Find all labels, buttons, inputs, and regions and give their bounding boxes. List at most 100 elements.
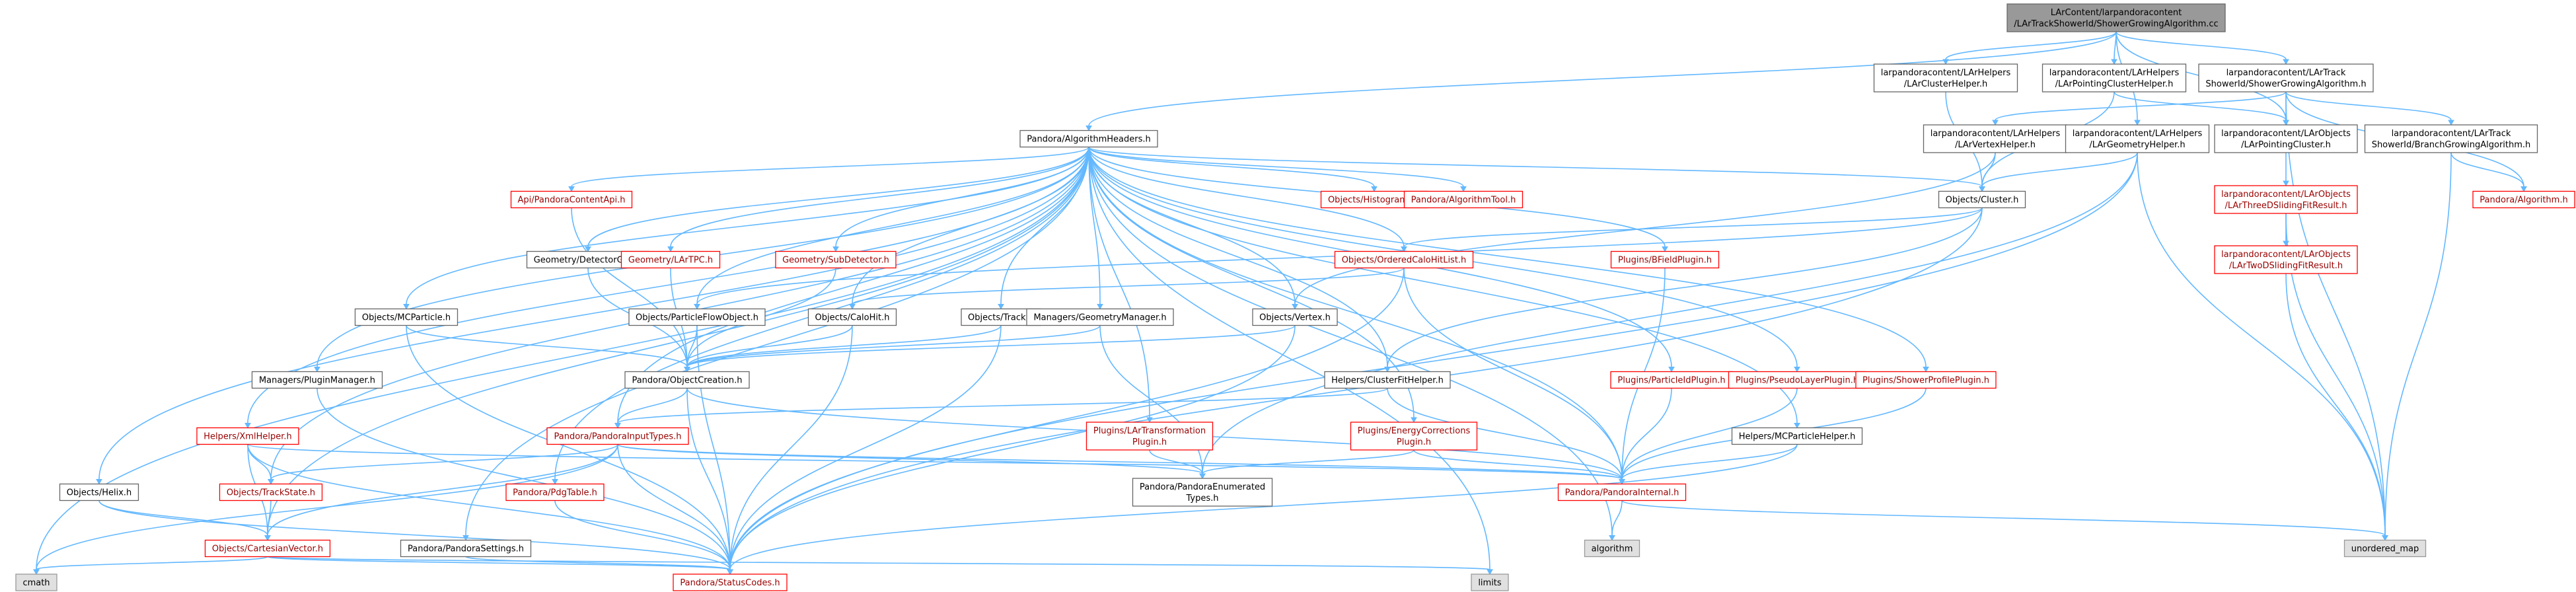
node-objectcreation[interactable]: Pandora/ObjectCreation.h xyxy=(624,371,750,389)
node-cluster[interactable]: Objects/Cluster.h xyxy=(1938,190,2026,209)
node-pandorainputtypes[interactable]: Pandora/PandoraInputTypes.h xyxy=(546,427,689,445)
edge-arrowhead xyxy=(849,304,856,310)
node-calohit[interactable]: Objects/CaloHit.h xyxy=(807,308,897,326)
node-statuscodes[interactable]: Pandora/StatusCodes.h xyxy=(673,574,788,591)
edge-mcparticle-to-statuscodes xyxy=(406,325,731,570)
node-cartesianvector[interactable]: Objects/CartesianVector.h xyxy=(204,539,331,558)
node-pointingclusterhelper[interactable]: larpandoracontent/LArHelpers/LArPointing… xyxy=(2042,63,2187,92)
node-box xyxy=(1557,483,1687,501)
node-box xyxy=(775,250,897,269)
edge-arrowhead xyxy=(684,367,690,373)
edge-arrowhead xyxy=(33,569,40,575)
edge-particleflowobject-to-statuscodes xyxy=(696,325,731,570)
node-box xyxy=(2472,190,2575,209)
node-bfieldplugin[interactable]: Plugins/BFieldPlugin.h xyxy=(1610,250,1720,269)
node-pluginmanager[interactable]: Managers/PluginManager.h xyxy=(251,371,383,389)
node-clusterhelper[interactable]: larpandoracontent/LArHelpers/LArClusterH… xyxy=(1873,63,2018,92)
edge-arrowhead xyxy=(1794,423,1800,429)
edge-algorithmheaders-to-cartesianvector xyxy=(267,147,1089,536)
node-vertexhelper[interactable]: larpandoracontent/LArHelpers/LArVertexHe… xyxy=(1923,124,2068,153)
edge-track-to-objectcreation xyxy=(686,325,1002,367)
node-label: Geometry/SubDetector.h xyxy=(782,256,889,266)
graph-edges xyxy=(33,31,2527,575)
node-box xyxy=(2214,245,2358,274)
node-clusterfithelper[interactable]: Helpers/ClusterFitHelper.h xyxy=(1324,371,1451,389)
edge-arrowhead xyxy=(1199,473,1206,480)
node-algorithmtool[interactable]: Pandora/AlgorithmTool.h xyxy=(1403,190,1524,209)
node-label: larpandoracontent/LArTrack xyxy=(2392,129,2511,139)
node-branchgrowing[interactable]: larpandoracontent/LArTrackShowerId/Branc… xyxy=(2364,124,2538,153)
node-pseudolayerplugin[interactable]: Plugins/PseudoLayerPlugin.h xyxy=(1728,371,1866,389)
edge-arrowhead xyxy=(1609,535,1615,541)
node-pointingcluster[interactable]: larpandoracontent/LArObjects/LArPointing… xyxy=(2214,124,2358,153)
node-mcparticlehelper[interactable]: Helpers/MCParticleHelper.h xyxy=(1731,427,1863,445)
edge-vertex-to-statuscodes xyxy=(729,325,1296,570)
node-orderedcalohitlist[interactable]: Objects/OrderedCaloHitList.h xyxy=(1334,250,1474,269)
node-threedsliding[interactable]: larpandoracontent/LArObjects/LArThreeDSl… xyxy=(2214,185,2358,214)
edge-track-to-statuscodes xyxy=(729,325,1002,570)
node-mcparticle[interactable]: Objects/MCParticle.h xyxy=(354,308,459,326)
edge-cluster-to-clusterfithelper xyxy=(1387,207,1983,367)
node-pandorainternal[interactable]: Pandora/PandoraInternal.h xyxy=(1557,483,1687,501)
node-subdetector[interactable]: Geometry/SubDetector.h xyxy=(775,250,897,269)
edge-pandorasettings-to-statuscodes xyxy=(465,556,731,570)
node-box xyxy=(628,308,766,326)
node-pandoraalgorithm[interactable]: Pandora/Algorithm.h xyxy=(2472,190,2575,209)
node-lartpc[interactable]: Geometry/LArTPC.h xyxy=(620,250,721,269)
edge-arrowhead xyxy=(264,535,271,541)
node-box xyxy=(400,539,532,558)
node-label: algorithm xyxy=(1592,544,1633,554)
node-label: larpandoracontent/LArHelpers xyxy=(2073,129,2203,139)
edge-arrowhead xyxy=(552,479,558,485)
node-label: Geometry/DetectorGap.h xyxy=(534,256,643,266)
node-trackstate[interactable]: Objects/TrackState.h xyxy=(219,483,323,501)
node-box xyxy=(204,539,331,558)
node-box xyxy=(510,190,633,209)
edge-geometryhelper-to-cluster xyxy=(1981,152,2138,187)
node-label: Api/PandoraContentApi.h xyxy=(518,196,626,205)
node-particleidplugin[interactable]: Plugins/ParticleIdPlugin.h xyxy=(1610,371,1733,389)
edge-algorithmheaders-to-lartransformation xyxy=(1088,147,1150,418)
edge-pandorainputtypes-to-cmath xyxy=(36,444,618,570)
node-box xyxy=(354,308,459,326)
edge-arrowhead xyxy=(1668,367,1675,373)
edge-arrowhead xyxy=(832,246,839,252)
edge-geometryhelper-to-statuscodes xyxy=(729,152,2138,570)
node-xmlhelper[interactable]: Helpers/XmlHelper.h xyxy=(196,427,299,445)
node-pdgtable[interactable]: Pandora/PdgTable.h xyxy=(505,483,605,501)
edge-root-to-algorithmheaders xyxy=(1088,31,2117,126)
node-box xyxy=(1938,190,2026,209)
node-geometryhelper[interactable]: larpandoracontent/LArHelpers/LArGeometry… xyxy=(2065,124,2210,153)
edge-pandorainputtypes-to-trackstate xyxy=(270,443,618,480)
edge-root-to-showergrowingalg xyxy=(2116,31,2287,60)
node-box xyxy=(1252,308,1338,326)
edge-xmlhelper-to-statuscodes xyxy=(247,444,731,570)
node-vertex[interactable]: Objects/Vertex.h xyxy=(1252,308,1338,326)
node-twodsliding[interactable]: larpandoracontent/LArObjects/LArTwoDSlid… xyxy=(2214,245,2358,274)
node-label: ShowerId/BranchGrowingAlgorithm.h xyxy=(2372,140,2531,150)
node-label: Helpers/XmlHelper.h xyxy=(203,432,291,442)
edge-algorithmheaders-to-algorithmtool xyxy=(1088,147,1464,187)
node-particleflowobject[interactable]: Objects/ParticleFlowObject.h xyxy=(628,308,766,326)
node-algorithmheaders[interactable]: Pandora/AlgorithmHeaders.h xyxy=(1019,130,1158,148)
node-limits: limits xyxy=(1471,574,1509,591)
node-label: /LArPointingCluster.h xyxy=(2241,140,2331,150)
node-showergrowingalg[interactable]: larpandoracontent/LArTrackShowerId/Showe… xyxy=(2198,63,2374,92)
node-showerprofileplugin[interactable]: Plugins/ShowerProfilePlugin.h xyxy=(1855,371,1997,389)
edge-algorithmheaders-to-algorithm xyxy=(1088,147,1613,536)
node-label: /LArPointingClusterHelper.h xyxy=(2055,79,2174,89)
edge-algorithmheaders-to-orderedcalohitlist xyxy=(1088,147,1405,247)
edge-mcparticlehelper-to-statuscodes xyxy=(729,444,1798,570)
node-helix[interactable]: Objects/Helix.h xyxy=(59,483,139,501)
node-label: ShowerId/ShowerGrowingAlgorithm.h xyxy=(2205,79,2366,89)
node-label: Plugins/PseudoLayerPlugin.h xyxy=(1736,376,1858,386)
node-geometrymanager[interactable]: Managers/GeometryManager.h xyxy=(1026,308,1174,326)
edge-arrowhead xyxy=(2283,120,2289,126)
node-pandoracontentapi[interactable]: Api/PandoraContentApi.h xyxy=(510,190,633,209)
edge-objectcreation-to-statuscodes xyxy=(686,388,731,570)
node-pandorasettings[interactable]: Pandora/PandoraSettings.h xyxy=(400,539,532,558)
node-label: Objects/Helix.h xyxy=(67,488,132,498)
